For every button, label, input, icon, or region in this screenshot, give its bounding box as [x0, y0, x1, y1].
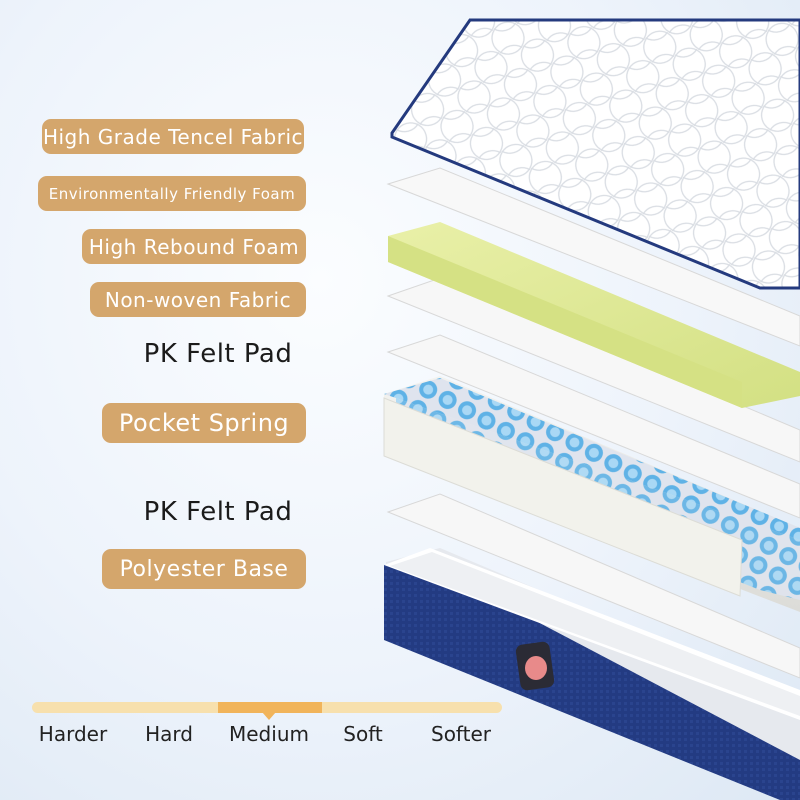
high-rebound-foam-layer: [388, 222, 800, 408]
pocket-spring-layer: [383, 376, 800, 612]
tencel-fabric-top-layer: [390, 18, 800, 290]
felt-pad-lower-layer: [386, 493, 800, 679]
layer-label-pk-felt-pad-upper: PK Felt Pad: [143, 339, 293, 369]
firmness-option-softer: Softer: [431, 722, 491, 746]
firmness-pointer-icon: [262, 712, 276, 720]
layer-label-eco-foam: Environmentally Friendly Foam: [38, 176, 306, 211]
firmness-option-soft: Soft: [343, 722, 383, 746]
firmness-scale-bar: [32, 702, 502, 713]
layer-label-high-rebound-foam: High Rebound Foam: [82, 229, 306, 264]
firmness-scale-highlight: [218, 702, 322, 713]
firmness-option-hard: Hard: [145, 722, 193, 746]
layer-label-pk-felt-pad-lower: PK Felt Pad: [143, 497, 293, 527]
felt-pad-upper-layer: [386, 334, 800, 519]
layer-label-non-woven-fabric: Non-woven Fabric: [90, 282, 306, 317]
layer-label-tencel-fabric: High Grade Tencel Fabric: [42, 119, 304, 154]
firmness-option-medium: Medium: [229, 722, 309, 746]
base-layer: [384, 548, 800, 800]
layer-label-polyester-base: Polyester Base: [102, 549, 306, 589]
firmness-option-harder: Harder: [38, 722, 108, 746]
eco-foam-layer: [386, 167, 800, 347]
layer-label-pocket-spring: Pocket Spring: [102, 403, 306, 443]
non-woven-fabric-layer: [386, 277, 800, 463]
